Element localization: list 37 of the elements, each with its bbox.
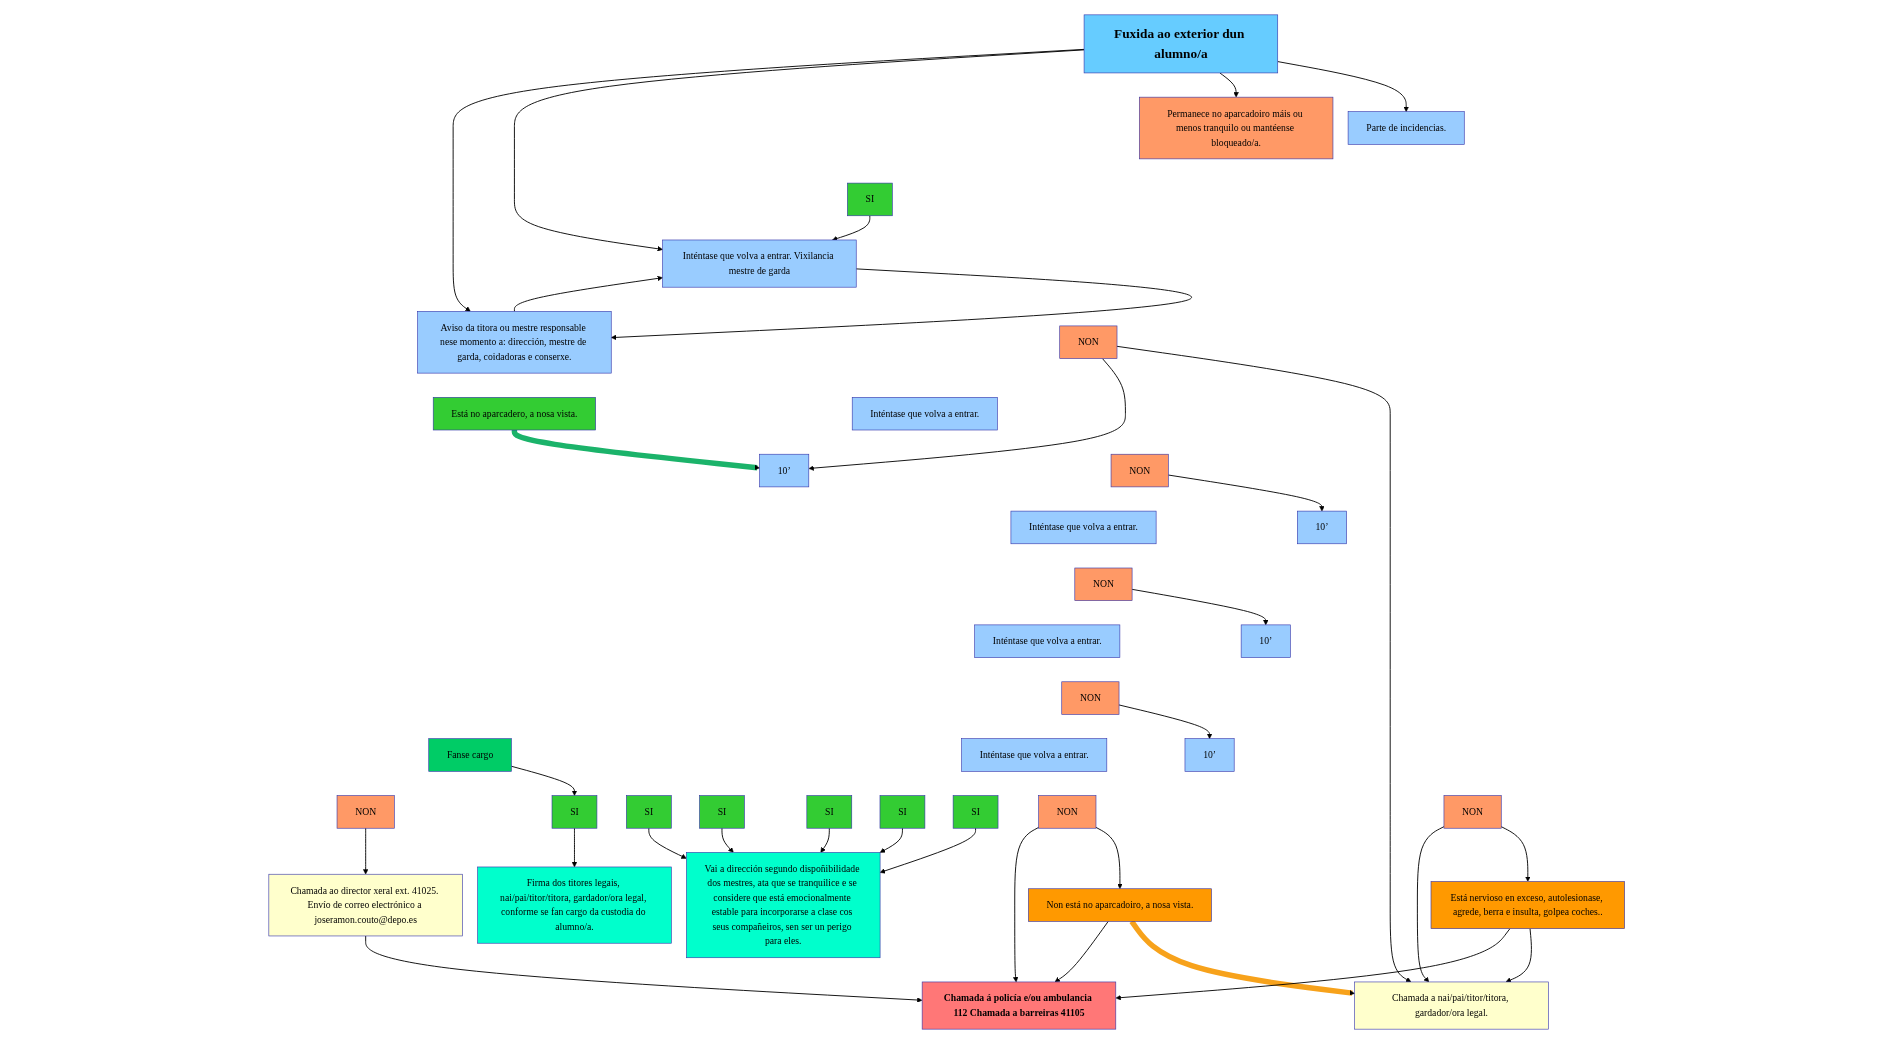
node-box: NON: [336, 795, 395, 829]
node-box: SI: [699, 795, 745, 829]
node-box: NON: [1059, 325, 1118, 359]
arrow: [511, 429, 761, 471]
node-box: Non está no aparcadoiro, a nosa vista.: [1028, 888, 1213, 922]
node-box: NON: [1038, 795, 1097, 829]
node-box: NON: [1443, 795, 1502, 829]
node-box: NON: [1074, 567, 1133, 601]
node-box: Está no aparcadero, a nosa vista.: [433, 397, 597, 431]
node-box: 10’: [1297, 510, 1348, 545]
node-box: Firma dos titores legais, nai/pai/titor/titora, gardador/ora legal, conforme se fan cargo da custodia do alumno/a.: [477, 866, 672, 944]
node-box: Está nervioso en exceso, autolesionase, agrede, berra e insulta, golpea coches..: [1430, 881, 1626, 929]
node-box: SI: [626, 795, 672, 829]
node-box: Inténtase que volva a entrar. Vixilancia mestre de garda: [662, 239, 857, 288]
node-box: Chamada á policía e/ou ambulancia 112 Chamada a barreiras 41105: [922, 981, 1117, 1030]
node-box: Inténtase que volva a entrar.: [1010, 510, 1157, 545]
node-box: SI: [551, 795, 598, 829]
node-box: Fanse cargo: [428, 738, 512, 772]
node-box: Parte de incidencias.: [1348, 111, 1465, 145]
node-box: Fuxida ao exterior dun alumno/a: [1084, 14, 1279, 74]
node-box: SI: [953, 795, 999, 829]
node-box: Inténtase que volva a entrar.: [852, 397, 998, 431]
node-box: Permanece no aparcadoiro máis ou menos tranquilo ou mantéense bloqueado/a.: [1139, 96, 1334, 160]
node-box: NON: [1061, 681, 1120, 715]
node-box: 10’: [1241, 624, 1291, 658]
node-box: Aviso da titora ou mestre responsable nese momento a: dirección, mestre de garda, coidadoras e conserxe.: [417, 311, 612, 374]
node-box: Inténtase que volva a entrar.: [961, 738, 1108, 772]
node-box: Chamada a nai/pai/titor/titora, gardador/ora legal.: [1354, 981, 1549, 1030]
node-box: NON: [1111, 453, 1169, 488]
node-box: Vai a dirección segundo dispoñibilidade dos mestres, ata que se tranquilice e se considere que está emocionalmente estable para incorporarse a clase cos seus compañeiros, sen ser un perigo para eles.: [686, 852, 881, 959]
node-box: Inténtase que volva a entrar.: [974, 624, 1121, 658]
node-box: SI: [806, 795, 853, 829]
node-box: 10’: [1184, 738, 1235, 772]
node-box: SI: [847, 182, 893, 217]
node-box: 10’: [759, 453, 810, 488]
node-box: Chamada ao director xeral ext. 41025. Envío de correo electrónico a joseramon.couto@depo.es: [268, 873, 464, 937]
node-box: SI: [879, 795, 926, 829]
